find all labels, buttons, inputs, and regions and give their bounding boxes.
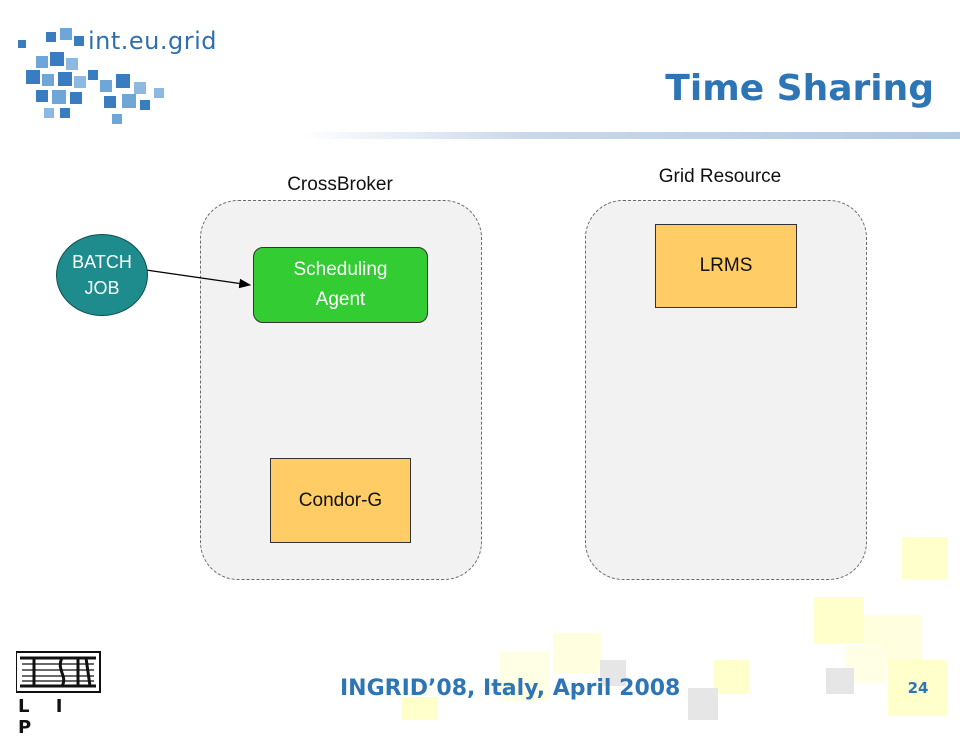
lip-logo-icon (16, 651, 101, 693)
scheduling-agent-node: Scheduling Agent (253, 247, 428, 323)
lip-logo: L I P (14, 650, 104, 738)
deco-square (499, 651, 549, 701)
crossbroker-label: CrossBroker (287, 174, 393, 195)
lip-logo-text: L I P (18, 696, 73, 738)
grid-resource-label: Grid Resource (658, 166, 782, 187)
deco-square (826, 668, 854, 694)
batch-job-label-line2: JOB (84, 278, 120, 298)
footer-text: INGRID’08, Italy, April 2008 (340, 676, 681, 701)
deco-square (714, 660, 750, 694)
logo-mosaic-icon (18, 28, 98, 118)
int-eu-grid-logo: int.eu.grid (14, 18, 234, 128)
logo-mosaic-right-icon (100, 74, 164, 124)
batch-to-agent-arrow (145, 269, 252, 289)
slide-title: Time Sharing (665, 68, 934, 109)
deco-square (553, 633, 601, 673)
condor-g-node: Condor-G (270, 458, 411, 543)
deco-square (902, 537, 948, 579)
logo-text: int.eu.grid (88, 27, 218, 55)
title-underline (300, 132, 960, 139)
scheduling-agent-label-line2: Agent (315, 289, 366, 310)
batch-job-node: BATCH JOB (56, 234, 148, 316)
scheduling-agent-label-line1: Scheduling (293, 259, 388, 280)
deco-square (688, 688, 718, 720)
deco-square (814, 597, 864, 643)
deco-square (402, 697, 438, 720)
batch-job-label-line1: BATCH (72, 252, 132, 272)
lrms-node: LRMS (655, 224, 797, 308)
deco-square (600, 660, 626, 686)
page-number: 24 (888, 660, 948, 716)
